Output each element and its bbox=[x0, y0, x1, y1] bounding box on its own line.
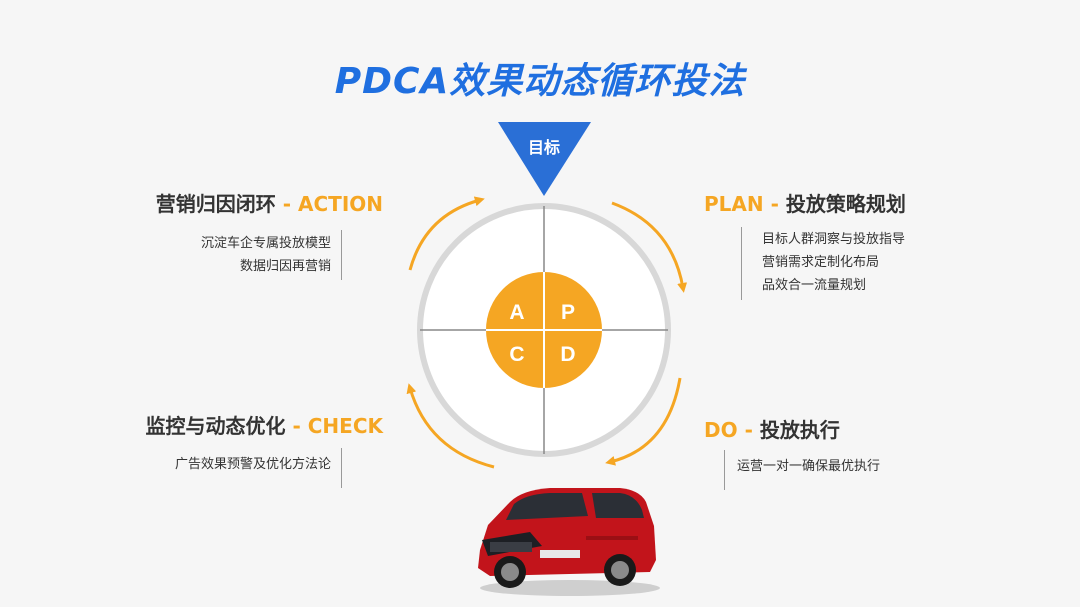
do-separator: - bbox=[744, 418, 753, 442]
plan-divider bbox=[741, 227, 742, 300]
quadrant-p: P bbox=[561, 301, 575, 324]
arrow-action-to-plan bbox=[408, 196, 485, 271]
do-keyword: DO bbox=[704, 418, 738, 442]
do-heading: DO - 投放执行 bbox=[704, 414, 840, 443]
action-name: 营销归因闭环 bbox=[155, 192, 276, 216]
check-item: 广告效果预警及优化方法论 bbox=[174, 457, 331, 472]
plan-item: 目标人群洞察与投放指导 bbox=[762, 232, 906, 247]
arrow-do-to-check bbox=[605, 377, 682, 466]
goal-triangle bbox=[498, 122, 591, 196]
action-divider bbox=[341, 230, 342, 280]
plan-name: 投放策略规划 bbox=[785, 192, 906, 216]
do-item: 运营一对一确保最优执行 bbox=[737, 459, 881, 474]
do-items: 运营一对一确保最优执行 bbox=[737, 455, 880, 478]
action-item: 数据归因再营销 bbox=[239, 259, 331, 274]
action-items: 沉淀车企专属投放模型 数据归因再营销 bbox=[201, 232, 331, 278]
action-heading: 营销归因闭环 - ACTION bbox=[156, 188, 383, 217]
plan-separator: - bbox=[770, 192, 779, 216]
plan-keyword: PLAN bbox=[704, 192, 764, 216]
quadrant-d: D bbox=[560, 343, 575, 366]
arrow-plan-to-do bbox=[611, 201, 688, 293]
arrow-check-to-action bbox=[406, 383, 495, 469]
page-title: PDCA效果动态循环投法 bbox=[334, 61, 746, 102]
check-items: 广告效果预警及优化方法论 bbox=[175, 453, 331, 476]
plan-items: 目标人群洞察与投放指导 营销需求定制化布局 品效合一流量规划 bbox=[762, 228, 905, 297]
check-keyword: CHECK bbox=[307, 414, 383, 438]
plan-heading: PLAN - 投放策略规划 bbox=[704, 188, 906, 217]
goal-label: 目标 bbox=[528, 138, 560, 157]
action-keyword: ACTION bbox=[298, 192, 383, 216]
check-heading: 监控与动态优化 - CHECK bbox=[145, 410, 383, 439]
do-divider bbox=[724, 450, 725, 490]
check-name: 监控与动态优化 bbox=[145, 414, 286, 438]
quadrant-c: C bbox=[509, 343, 524, 366]
plan-item: 营销需求定制化布局 bbox=[762, 255, 880, 270]
check-divider bbox=[341, 448, 342, 488]
plan-item: 品效合一流量规划 bbox=[762, 278, 867, 293]
suv-car-image bbox=[478, 488, 660, 596]
quadrant-a: A bbox=[509, 301, 524, 324]
check-separator: - bbox=[292, 414, 301, 438]
do-name: 投放执行 bbox=[759, 418, 840, 442]
action-separator: - bbox=[282, 192, 292, 216]
action-item: 沉淀车企专属投放模型 bbox=[200, 236, 331, 251]
